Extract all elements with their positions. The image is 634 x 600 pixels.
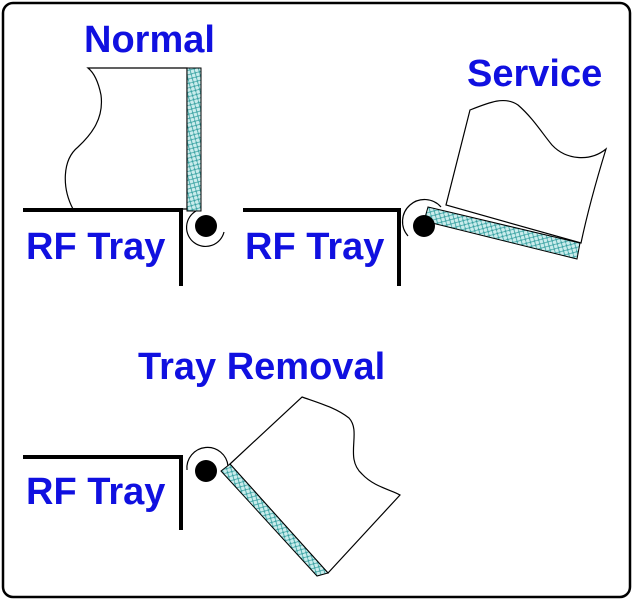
component-outline-service	[445, 99, 608, 244]
tray-shelf-tray-removal	[23, 455, 183, 530]
component-outline-tray-removal	[229, 396, 401, 574]
component-outline-normal	[64, 67, 188, 210]
hinged-plate-tray-removal	[220, 463, 329, 577]
tray-label-normal: RF Tray	[26, 226, 165, 268]
state-service: Service RF Tray	[243, 53, 608, 286]
tray-label-tray-removal: RF Tray	[26, 471, 165, 513]
tray-shelf-normal	[23, 208, 183, 286]
tray-label-service: RF Tray	[245, 226, 384, 268]
state-tray-removal: Tray Removal RF Tray	[23, 346, 401, 577]
hinge-pin-normal	[195, 215, 217, 237]
tray-shelf-service	[243, 208, 401, 286]
state-normal: Normal RF Tray	[23, 19, 225, 286]
hinged-plate-normal	[186, 67, 202, 212]
hinge-pin-tray-removal	[195, 460, 217, 482]
heading-normal: Normal	[84, 19, 215, 61]
heading-tray-removal: Tray Removal	[138, 346, 385, 388]
hinge-pin-service	[413, 215, 435, 237]
hinge-cover-normal	[186, 210, 225, 248]
hinge-cover-tray-removal	[186, 446, 229, 471]
heading-service: Service	[467, 53, 602, 95]
hinge-cover-service	[401, 198, 442, 237]
